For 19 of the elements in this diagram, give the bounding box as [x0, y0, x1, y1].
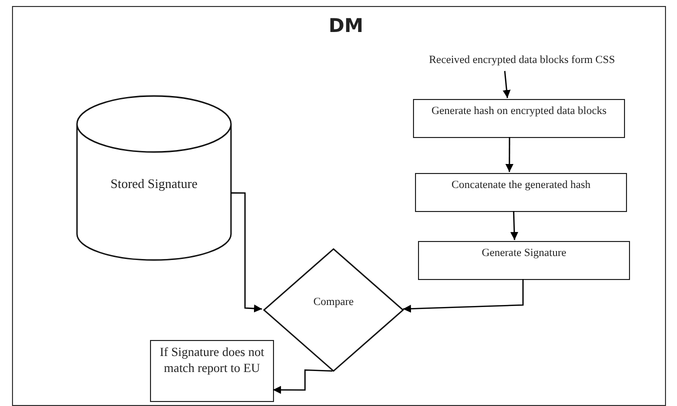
- node-label: Generate hash on encrypted data blocks: [430, 104, 608, 118]
- process-box: [415, 173, 627, 212]
- node-label: Concatenate the generated hash: [450, 178, 592, 192]
- diagram-frame: [12, 6, 666, 406]
- arrow: [502, 70, 511, 98]
- arrow: [231, 192, 262, 313]
- result-box: [150, 340, 274, 402]
- node-label: Compare: [312, 296, 355, 308]
- node-label: Generate Signature: [480, 246, 568, 260]
- node-label: Stored Signature: [109, 176, 198, 192]
- arrow: [273, 369, 333, 394]
- arrow: [402, 279, 524, 313]
- node-label: Received encrypted data blocks form CSS: [428, 54, 616, 66]
- arrow: [505, 137, 514, 172]
- process-box: [418, 241, 630, 280]
- process-box: [413, 99, 625, 138]
- arrow: [510, 210, 518, 240]
- node-label: If Signature does not match report to EU: [158, 345, 266, 376]
- frame-heading: DM: [328, 15, 364, 37]
